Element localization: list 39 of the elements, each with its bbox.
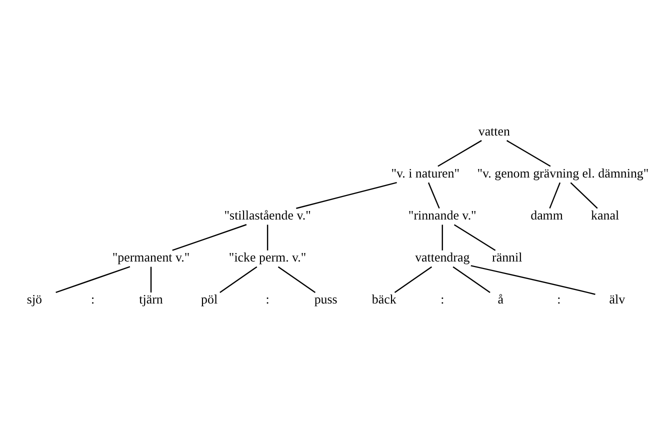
node-text: vattendrag xyxy=(415,250,470,265)
connector xyxy=(452,266,490,293)
connector xyxy=(570,182,598,209)
node-text: rännil xyxy=(492,250,522,265)
connector xyxy=(470,265,596,295)
connector xyxy=(150,266,152,292)
label: : xyxy=(266,292,270,307)
connector xyxy=(266,224,268,250)
node-text: sjö xyxy=(26,292,42,307)
connector xyxy=(278,266,316,293)
connector xyxy=(438,140,482,167)
node-text: "icke perm. v." xyxy=(228,250,306,265)
connector xyxy=(220,266,258,293)
node-text: vatten xyxy=(478,123,510,138)
node-text: pöl xyxy=(201,292,218,307)
node-text: damm xyxy=(530,208,563,223)
node-text: "stillastående v." xyxy=(224,208,311,223)
label: : xyxy=(90,292,95,307)
node-text: "v. genom grävning el. dämning" xyxy=(477,165,649,180)
connector xyxy=(172,224,247,251)
node-text: puss xyxy=(314,292,338,307)
node-text: "v. i naturen" xyxy=(391,165,460,180)
label: : xyxy=(440,292,444,307)
node-text: "rinnande v." xyxy=(408,208,476,223)
node-text: älv xyxy=(609,292,626,307)
connector xyxy=(428,182,440,209)
connector xyxy=(296,182,397,209)
connector xyxy=(56,266,130,294)
node-text: kanal xyxy=(591,208,620,223)
connector xyxy=(454,224,496,251)
label: : xyxy=(557,292,561,307)
node-text: å xyxy=(498,292,504,307)
node-text: bäck xyxy=(372,292,396,307)
node-text: tjärn xyxy=(139,292,163,307)
node-text: "permanent v." xyxy=(112,250,190,265)
connector xyxy=(549,182,561,209)
connector xyxy=(442,224,443,250)
connector xyxy=(394,266,432,293)
connector xyxy=(506,140,551,167)
